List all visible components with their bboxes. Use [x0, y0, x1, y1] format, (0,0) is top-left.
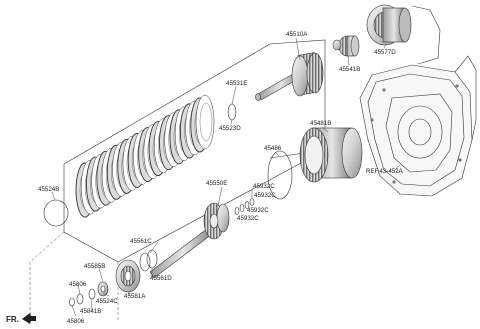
label-front: FR.: [6, 315, 19, 324]
label-45577D: 45577D: [374, 49, 396, 56]
label-45806-a: 45806: [69, 281, 87, 288]
label-45581A: 45581A: [124, 293, 146, 300]
front-arrow-icon: [22, 313, 36, 324]
clutch-disc: [195, 94, 215, 150]
snap-ring-45523D: [227, 103, 237, 121]
shaft-45510A: [255, 52, 324, 101]
label-45523D: 45523D: [219, 125, 241, 132]
label-45481B: 45481B: [310, 120, 331, 127]
clutch-drum-45481B: [299, 127, 363, 183]
label-45806-b: 45806: [67, 318, 85, 325]
seal-rings-45932C: [234, 198, 255, 215]
carrier-45581A: [115, 259, 141, 293]
label-45932C-c: 45932C: [247, 207, 269, 214]
label-45524C: 45524C: [96, 298, 118, 305]
label-45932C-b: 45932C: [254, 192, 276, 199]
gear-45577D: [366, 4, 412, 46]
label-45932C-a: 45932C: [253, 183, 275, 190]
label-45561C: 45561C: [130, 238, 152, 245]
o-ring-45486: [267, 150, 293, 200]
label-45561D: 45561D: [150, 275, 172, 282]
transmission-case: [359, 5, 477, 197]
label-45510A: 45510A: [286, 31, 308, 38]
label-45932C-d: 45932C: [237, 215, 259, 222]
label-reference: REF.43-452A: [366, 168, 404, 175]
label-45541B: 45541B: [339, 66, 360, 73]
label-45531E: 45531E: [226, 80, 247, 87]
clutch-disc-inner: [199, 102, 213, 142]
gear-shaft-45550E: [149, 202, 230, 279]
label-45841B: 45841B: [80, 308, 101, 315]
label-45486: 45486: [264, 145, 282, 152]
leader-lines: [51, 37, 401, 317]
part-labels: 45510A 45541B 45577D 45531E 45523D 45524…: [38, 31, 404, 325]
label-45550E: 45550E: [206, 180, 227, 187]
label-45585B: 45585B: [84, 263, 105, 270]
snap-ring-45524B: [43, 199, 69, 227]
clutch-disc-pack: [75, 94, 215, 218]
label-45524B: 45524B: [38, 186, 59, 193]
front-direction-marker: FR.: [6, 313, 36, 324]
seal-rings-45561: [139, 249, 158, 272]
gear-45541B: [332, 35, 360, 57]
